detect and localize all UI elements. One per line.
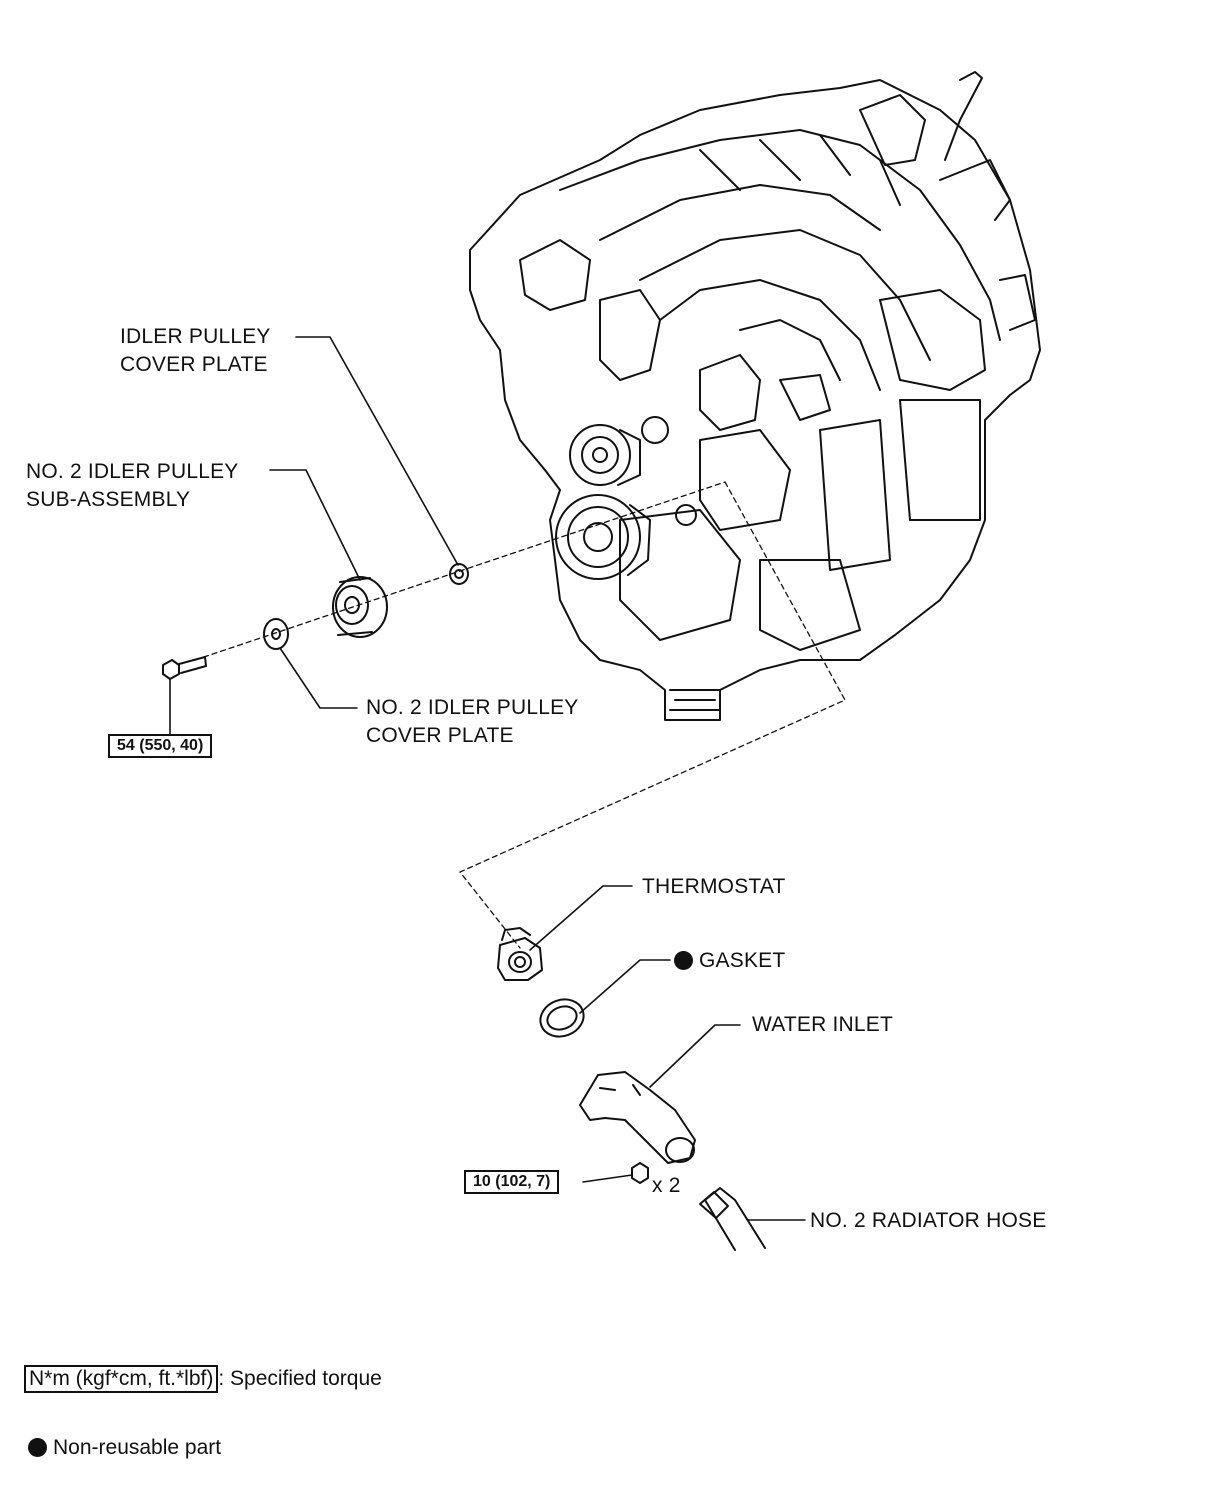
alignment-dashed-lines	[194, 481, 846, 949]
radiator-hose-part	[699, 1187, 766, 1251]
nut-part	[631, 1162, 649, 1184]
torque-legend: N*m (kgf*cm, ft.*lbf): Specified torque	[24, 1365, 382, 1393]
leader-lines	[169, 336, 806, 1221]
torque-legend-text: : Specified torque	[218, 1367, 382, 1390]
non-reusable-icon	[28, 1438, 47, 1457]
thermostat-part	[497, 927, 543, 981]
gasket-label: GASKET	[674, 947, 785, 975]
nonreusable-legend-text: Non-reusable part	[53, 1436, 222, 1459]
no2-cover-plate-part	[263, 618, 289, 650]
no2-idler-pulley-part	[332, 576, 388, 638]
engine-illustration	[469, 71, 1041, 721]
water-inlet-label: WATER INLET	[752, 1013, 894, 1036]
quantity-label: x 2	[652, 1174, 681, 1197]
nonreusable-legend: Non-reusable part	[28, 1434, 221, 1462]
water-inlet-part	[579, 1071, 696, 1164]
bolt-torque-spec: 54 (550, 40)	[108, 734, 213, 758]
torque-unit-box: N*m (kgf*cm, ft.*lbf)	[24, 1365, 219, 1393]
bolt-part	[162, 656, 207, 680]
idler-cover-plate-part	[449, 563, 469, 585]
no2-radiator-hose-label: NO. 2 RADIATOR HOSE	[810, 1209, 1047, 1232]
nut-torque-spec: 10 (102, 7)	[464, 1170, 560, 1194]
gasket-part	[539, 998, 585, 1038]
thermostat-label: THERMOSTAT	[642, 875, 786, 898]
non-reusable-icon	[674, 951, 693, 970]
